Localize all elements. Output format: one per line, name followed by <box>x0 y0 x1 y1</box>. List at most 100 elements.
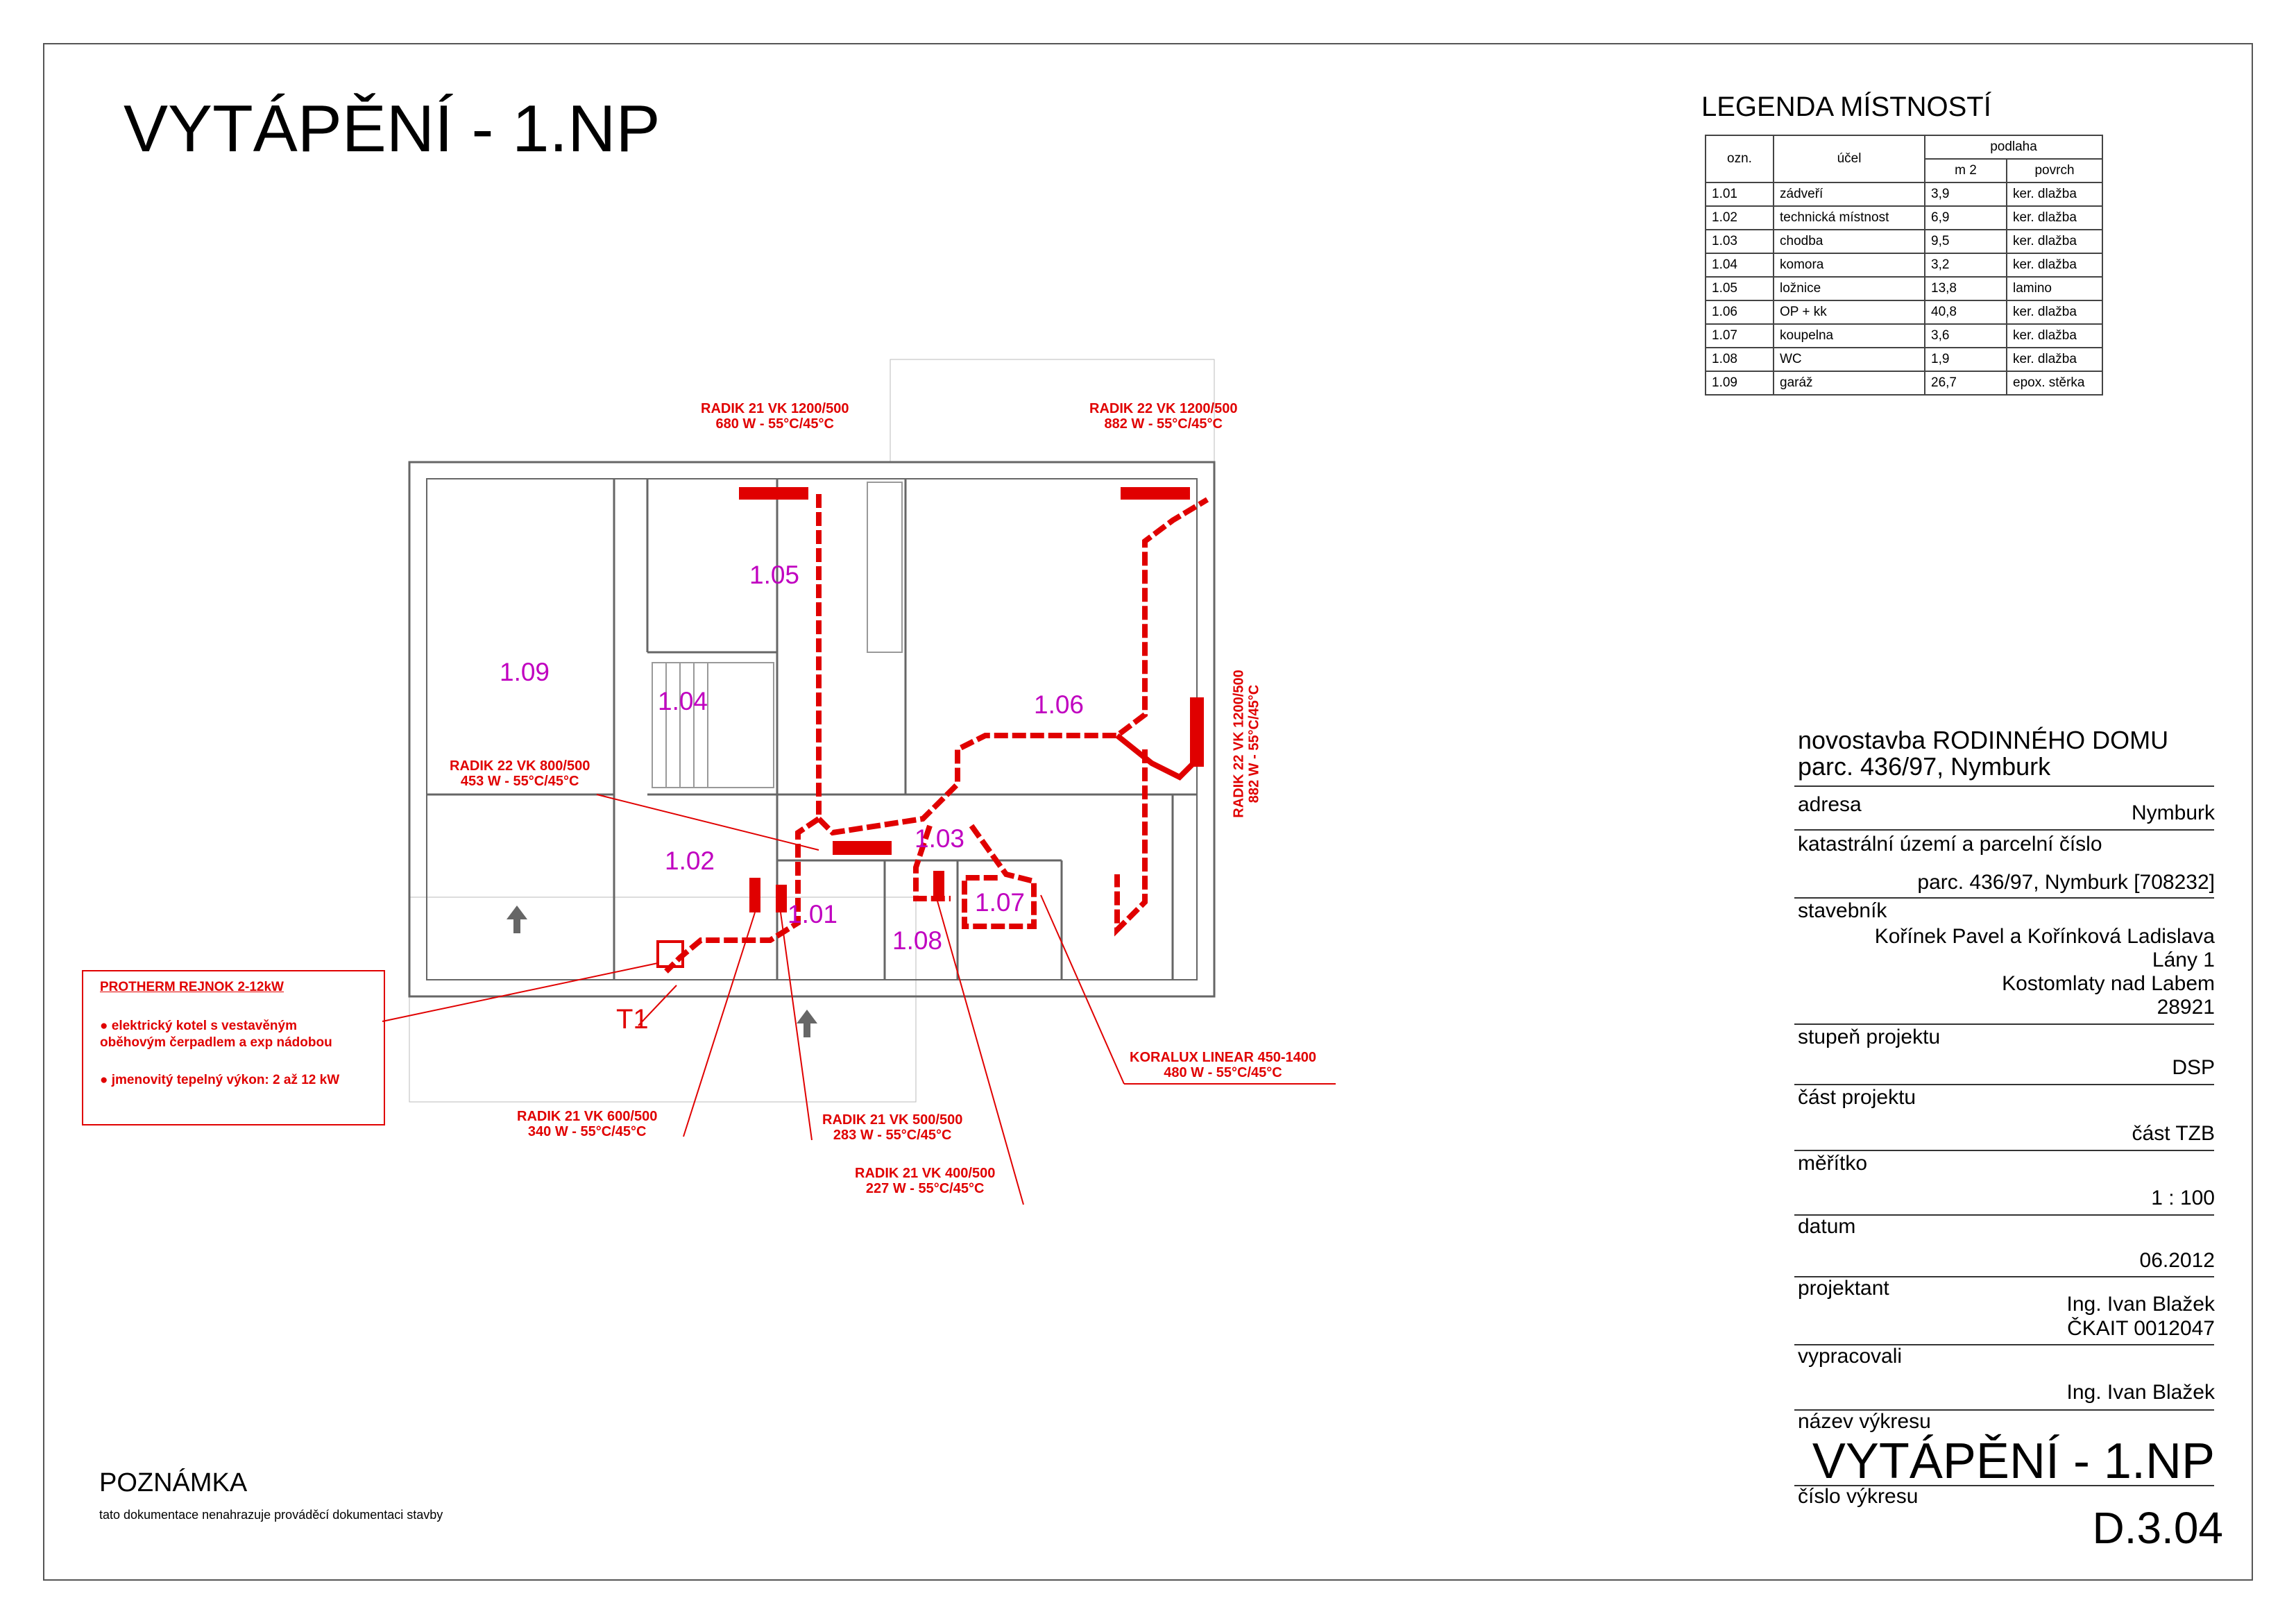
legend-header-podlaha: podlaha <box>1924 135 2103 160</box>
legend-cell: 13,8 <box>1924 276 2007 301</box>
scale-value: 1 : 100 <box>2151 1187 2215 1209</box>
radiator-power: 453 W - 55°C/45°C <box>460 774 579 789</box>
radiator-power: 283 W - 55°C/45°C <box>833 1128 952 1143</box>
legend-cell: 1.05 <box>1705 276 1774 301</box>
legend-cell: epox. stěrka <box>2006 371 2103 396</box>
boiler-title: PROTHERM REJNOK 2-12kW <box>100 980 284 994</box>
designer-line-1: Ing. Ivan Blažek <box>2066 1293 2215 1316</box>
legend-cell: 1.07 <box>1705 323 1774 348</box>
scale-label: měřítko <box>1798 1152 1868 1175</box>
builder-label: stavebník <box>1798 899 1887 922</box>
legend-header-row: ozn. účel podlaha <box>1705 135 2103 183</box>
legend-cell: zádveří <box>1773 182 1925 207</box>
boiler-line-3: ● jmenovitý tepelný výkon: 2 až 12 kW <box>100 1073 340 1087</box>
builder-line-3: Kostomlaty nad Labem <box>2002 972 2215 995</box>
radiator-power: 882 W - 55°C/45°C <box>1246 684 1262 804</box>
room-number-103: 1.03 <box>915 824 965 853</box>
boiler-line-2: oběhovým čerpadlem a exp nádobou <box>100 1035 332 1050</box>
legend-cell: 1,9 <box>1924 347 2007 372</box>
radiator-power: 227 W - 55°C/45°C <box>865 1181 985 1196</box>
legend-cell: technická místnost <box>1773 205 1925 230</box>
legend-cell: lamino <box>2006 276 2103 301</box>
legend-cell: 3,9 <box>1924 182 2007 207</box>
legend-cell: 1.08 <box>1705 347 1774 372</box>
legend-header-povrch: povrch <box>2006 158 2103 183</box>
radiator-type: KORALUX LINEAR 450-1400 <box>1130 1050 1316 1065</box>
radiator-type: RADIK 22 VK 800/500 <box>450 758 590 774</box>
legend-cell: ker. dlažba <box>2006 182 2103 207</box>
boiler-symbol <box>656 940 684 968</box>
legend-cell: OP + kk <box>1773 300 1925 325</box>
title-block-divider <box>1794 1023 2214 1025</box>
legend-cell: 1.02 <box>1705 205 1774 230</box>
radiator-type: RADIK 21 VK 600/500 <box>517 1109 658 1124</box>
drawing-name-label: název výkresu <box>1798 1410 1931 1433</box>
radiator-type: RADIK 21 VK 500/500 <box>822 1112 963 1128</box>
legend-cell: koupelna <box>1773 323 1925 348</box>
radiator-power: 882 W - 55°C/45°C <box>1104 416 1223 432</box>
title-block-divider <box>1794 1084 2214 1085</box>
cadastre-value: parc. 436/97, Nymburk [708232] <box>1917 871 2215 894</box>
part-value: část TZB <box>2132 1122 2215 1145</box>
legend-cell: 1.01 <box>1705 182 1774 207</box>
stairs <box>652 482 903 788</box>
address-label: adresa <box>1798 793 1862 816</box>
leader-lines <box>382 794 1336 1205</box>
legend-subheader-row: m 2 povrch <box>1706 158 2103 183</box>
project-title-line-2: parc. 436/97, Nymburk <box>1798 751 2051 781</box>
legend-cell: 6,9 <box>1924 205 2007 230</box>
legend-cell: garáž <box>1773 371 1925 396</box>
address-value: Nymburk <box>2131 801 2215 824</box>
legend-cell: 1.06 <box>1705 300 1774 325</box>
legend-cell: ker. dlažba <box>2006 253 2103 278</box>
legend-cell: 3,6 <box>1924 323 2007 348</box>
legend-cell: ker. dlažba <box>2006 300 2103 325</box>
title-block-divider <box>1794 1276 2214 1277</box>
radiators <box>739 487 1204 912</box>
note-title: POZNÁMKA <box>99 1468 248 1497</box>
legend-cell: 40,8 <box>1924 300 2007 325</box>
radiator-type: RADIK 21 VK 1200/500 <box>701 401 849 416</box>
legend-cell: ložnice <box>1773 276 1925 301</box>
drawing-title: VYTÁPĚNÍ - 1.NP <box>124 92 661 166</box>
title-block-divider <box>1794 1344 2214 1345</box>
legend-header-ozn: ozn. <box>1705 135 1774 183</box>
builder-line-1: Kořínek Pavel a Kořínková Ladislava <box>1874 925 2215 948</box>
legend-cell: ker. dlažba <box>2006 205 2103 230</box>
builder-line-4: 28921 <box>2157 996 2215 1019</box>
room-number-104: 1.04 <box>658 687 708 715</box>
drawing-number-label: číslo výkresu <box>1798 1485 1919 1508</box>
stage-label: stupeň projektu <box>1798 1026 1941 1048</box>
legend-title: LEGENDA MÍSTNOSTÍ <box>1701 92 1991 122</box>
designer-line-2: ČKAIT 0012047 <box>2067 1317 2215 1340</box>
legend-cell: 1.03 <box>1705 229 1774 254</box>
radiator-type: RADIK 22 VK 1200/500 <box>1231 670 1247 818</box>
title-block-divider <box>1794 1150 2214 1151</box>
room-number-102: 1.02 <box>665 847 715 875</box>
legend-header-ucel: účel <box>1773 135 1925 183</box>
room-number-107: 1.07 <box>975 888 1026 917</box>
room-number-105: 1.05 <box>749 561 800 589</box>
legend-cell: chodba <box>1773 229 1925 254</box>
legend-cell: 1.09 <box>1705 371 1774 396</box>
legend-cell: ker. dlažba <box>2006 323 2103 348</box>
room-number-109: 1.09 <box>500 658 550 686</box>
drawing-name-value: VYTÁPĚNÍ - 1.NP <box>1812 1434 2215 1489</box>
legend-cell: ker. dlažba <box>2006 229 2103 254</box>
legend-cell: 1.04 <box>1705 253 1774 278</box>
